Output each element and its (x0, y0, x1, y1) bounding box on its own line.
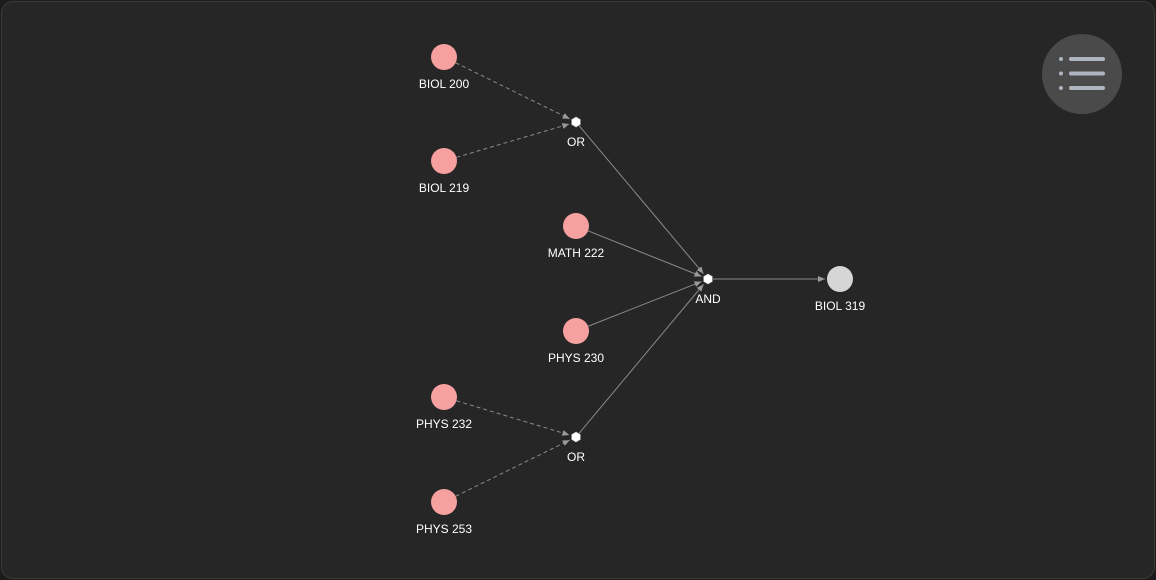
course-circle-phys230[interactable] (563, 318, 589, 344)
gate-marker-or1 (571, 116, 581, 128)
node-biol319[interactable]: BIOL 319 (815, 266, 866, 313)
node-label-biol319: BIOL 319 (815, 299, 866, 313)
node-label-phys232: PHYS 232 (416, 417, 472, 431)
node-or2: OR (567, 431, 585, 464)
edge-biol219-to-or1 (456, 123, 570, 158)
node-label-phys253: PHYS 253 (416, 522, 472, 536)
node-and1: AND (695, 273, 721, 306)
node-label-and1: AND (695, 292, 721, 306)
node-phys253[interactable]: PHYS 253 (416, 489, 472, 536)
edge-phys253-to-or2 (455, 439, 570, 497)
course-circle-phys253[interactable] (431, 489, 457, 515)
edge-or1-to-and1 (578, 125, 704, 274)
course-circle-math222[interactable] (563, 213, 589, 239)
node-biol219[interactable]: BIOL 219 (419, 148, 470, 195)
node-biol200[interactable]: BIOL 200 (419, 44, 470, 91)
node-label-biol219: BIOL 219 (419, 181, 470, 195)
edge-or2-to-and1 (578, 284, 704, 434)
node-label-or1: OR (567, 135, 585, 149)
edge-math222-to-and1 (587, 230, 702, 277)
gate-marker-or2 (571, 431, 581, 443)
list-menu-icon (1059, 57, 1105, 90)
node-or1: OR (567, 116, 585, 149)
node-math222[interactable]: MATH 222 (548, 213, 605, 260)
node-label-math222: MATH 222 (548, 246, 605, 260)
course-circle-biol200[interactable] (431, 44, 457, 70)
node-label-biol200: BIOL 200 (419, 77, 470, 91)
edge-phys230-to-and1 (587, 281, 702, 327)
node-phys232[interactable]: PHYS 232 (416, 384, 472, 431)
gate-marker-and1 (703, 273, 713, 285)
course-circle-biol319[interactable] (827, 266, 853, 292)
node-phys230[interactable]: PHYS 230 (548, 318, 604, 365)
edges-layer (455, 62, 825, 497)
course-circle-biol219[interactable] (431, 148, 457, 174)
course-circle-phys232[interactable] (431, 384, 457, 410)
menu-button[interactable] (1042, 34, 1122, 114)
node-label-phys230: PHYS 230 (548, 351, 604, 365)
edge-phys232-to-or2 (456, 400, 570, 436)
edge-biol200-to-or1 (455, 62, 570, 120)
node-label-or2: OR (567, 450, 585, 464)
